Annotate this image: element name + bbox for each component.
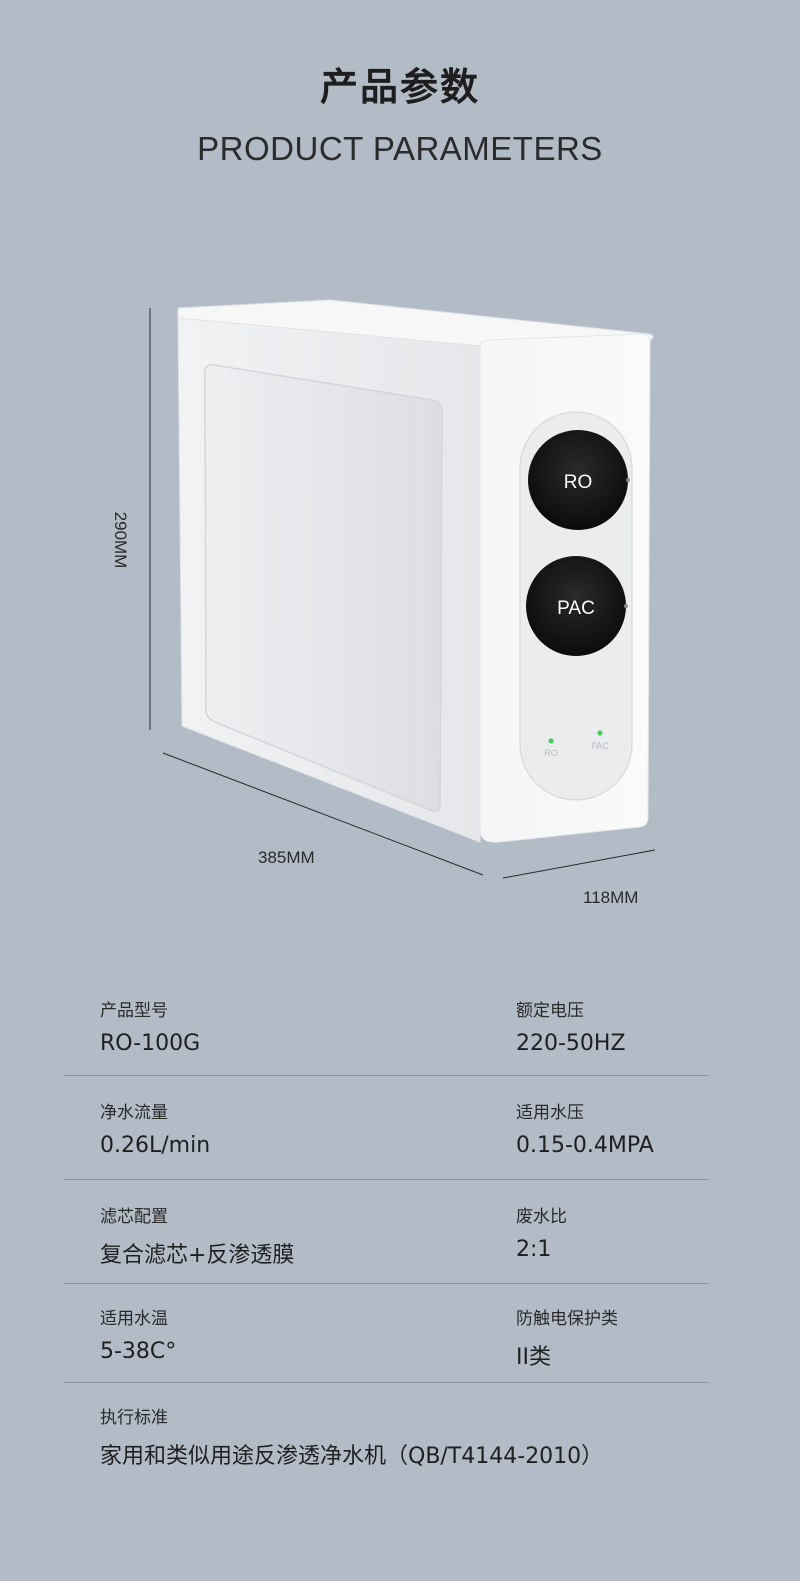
ro-indicator-light xyxy=(548,738,554,744)
param-temperature: 适用水温 5-38C° xyxy=(100,1304,176,1364)
param-value: 220-50HZ xyxy=(516,1031,626,1056)
height-dimension-label: 290MM xyxy=(111,511,130,569)
param-waste-ratio: 废水比 2:1 xyxy=(516,1202,567,1262)
param-model: 产品型号 RO-100G xyxy=(100,996,200,1056)
param-row: 适用水温 5-38C° 防触电保护类 II类 xyxy=(64,1284,709,1383)
param-pressure: 适用水压 0.15-0.4MPA xyxy=(516,1098,654,1158)
width-dimension-label: 118MM xyxy=(583,888,639,907)
param-label: 废水比 xyxy=(516,1207,567,1227)
param-value: II类 xyxy=(516,1345,551,1370)
param-flow: 净水流量 0.26L/min xyxy=(100,1098,210,1158)
param-row: 产品型号 RO-100G 额定电压 220-50HZ xyxy=(64,980,709,1076)
pac-knob-label: PAC xyxy=(557,598,595,619)
width-dimension-line xyxy=(502,849,656,879)
param-row: 执行标准 家用和类似用途反渗透净水机（QB/T4144-2010） xyxy=(64,1383,709,1483)
ro-knob-label: RO xyxy=(564,472,593,493)
length-dimension-label: 385MM xyxy=(258,848,315,867)
param-value: 0.26L/min xyxy=(100,1133,211,1158)
param-label: 执行标准 xyxy=(100,1408,168,1428)
param-value: 5-38C° xyxy=(100,1339,177,1364)
param-label: 适用水温 xyxy=(100,1309,168,1329)
pac-filter-knob[interactable]: PAC xyxy=(526,556,628,656)
param-label: 额定电压 xyxy=(516,1001,584,1021)
param-row: 滤芯配置 复合滤芯+反渗透膜 废水比 2:1 xyxy=(64,1180,709,1284)
param-label: 产品型号 xyxy=(100,1001,168,1021)
pac-indicator-label: PAC xyxy=(591,741,609,751)
param-value: 0.15-0.4MPA xyxy=(516,1133,654,1158)
param-value: 家用和类似用途反渗透净水机（QB/T4144-2010） xyxy=(100,1444,604,1469)
product-image: RO PAC RO PAC xyxy=(149,299,656,879)
ro-indicator-label: RO xyxy=(544,748,558,758)
param-value: RO-100G xyxy=(100,1031,201,1056)
pac-indicator-light xyxy=(597,730,603,736)
param-value: 复合滤芯+反渗透膜 xyxy=(100,1243,295,1268)
ro-filter-knob[interactable]: RO xyxy=(528,430,630,530)
param-label: 滤芯配置 xyxy=(100,1207,168,1227)
param-row: 净水流量 0.26L/min 适用水压 0.15-0.4MPA xyxy=(64,1076,709,1180)
purifier-side-panel xyxy=(204,364,443,812)
param-shock-protection: 防触电保护类 II类 xyxy=(516,1304,618,1371)
param-voltage: 额定电压 220-50HZ xyxy=(516,996,626,1056)
param-value: 2:1 xyxy=(516,1237,552,1262)
param-filter: 滤芯配置 复合滤芯+反渗透膜 xyxy=(100,1202,294,1269)
length-dimension-line xyxy=(162,752,484,876)
param-standard: 执行标准 家用和类似用途反渗透净水机（QB/T4144-2010） xyxy=(100,1403,603,1470)
page-title: 产品参数 xyxy=(319,65,480,109)
param-label: 适用水压 xyxy=(516,1103,584,1123)
param-label: 净水流量 xyxy=(100,1103,168,1123)
param-label: 防触电保护类 xyxy=(516,1309,618,1329)
page-subtitle: PRODUCT PARAMETERS xyxy=(197,130,603,167)
